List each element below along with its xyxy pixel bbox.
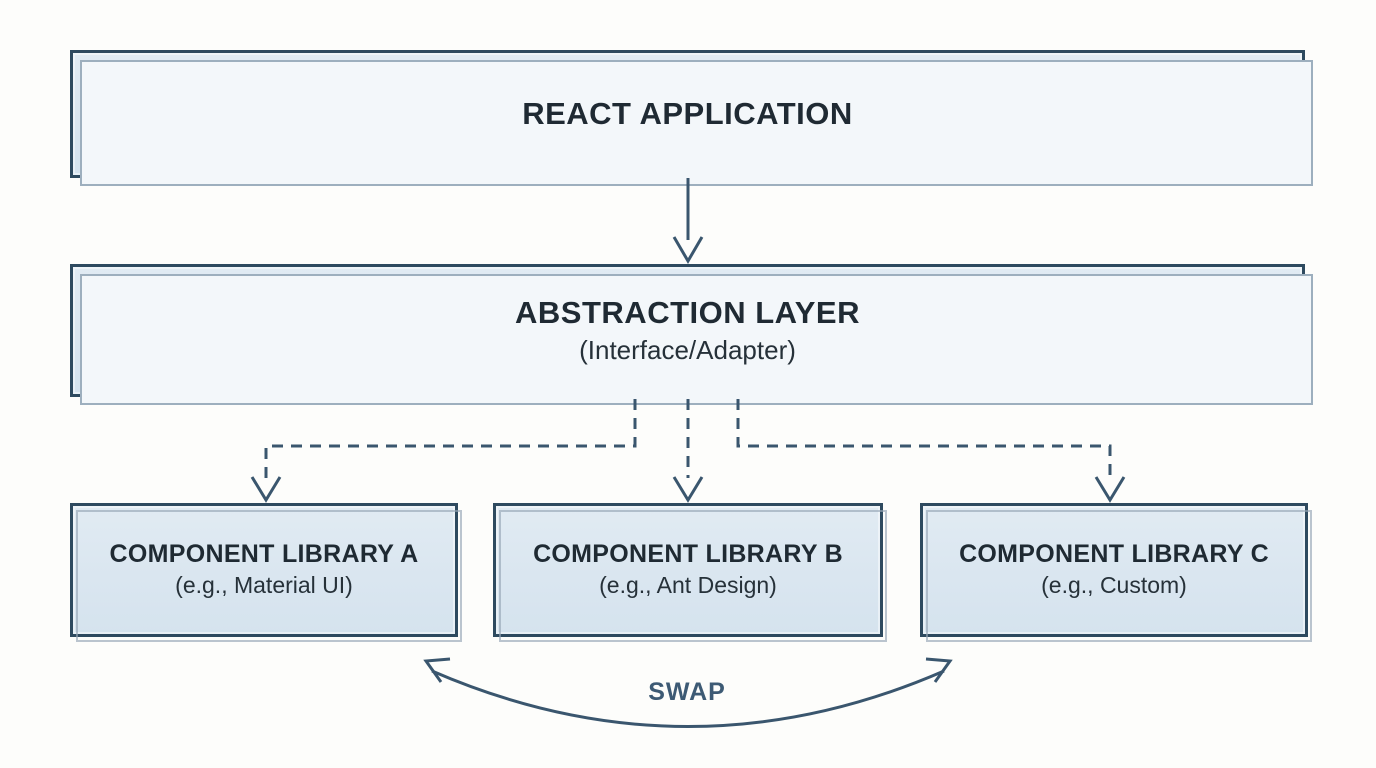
component-library-c-box: COMPONENT LIBRARY C (e.g., Custom) bbox=[920, 503, 1312, 642]
arrowhead-library-c-icon bbox=[1094, 476, 1126, 503]
component-library-a-box: COMPONENT LIBRARY A (e.g., Material UI) bbox=[70, 503, 462, 642]
component-library-b-box: COMPONENT LIBRARY B (e.g., Ant Design) bbox=[493, 503, 887, 642]
component-library-c-label: COMPONENT LIBRARY C bbox=[959, 540, 1269, 569]
react-application-label: REACT APPLICATION bbox=[522, 96, 853, 132]
dashed-connector-library-a bbox=[264, 399, 637, 478]
dashed-connector-library-c bbox=[736, 399, 1112, 478]
component-library-a-sublabel: (e.g., Material UI) bbox=[175, 572, 353, 599]
arrowhead-library-b-icon bbox=[672, 476, 704, 503]
abstraction-layer-sublabel: (Interface/Adapter) bbox=[579, 334, 796, 365]
component-library-c-sublabel: (e.g., Custom) bbox=[1041, 572, 1187, 599]
swap-arrowhead-left-icon bbox=[423, 657, 451, 683]
component-library-b-sublabel: (e.g., Ant Design) bbox=[599, 572, 777, 599]
component-library-a-label: COMPONENT LIBRARY A bbox=[109, 540, 419, 569]
abstraction-layer-label: ABSTRACTION LAYER bbox=[515, 294, 860, 330]
abstraction-layer-box: ABSTRACTION LAYER (Interface/Adapter) bbox=[70, 264, 1313, 405]
swap-label: SWAP bbox=[648, 678, 726, 706]
react-application-box: REACT APPLICATION bbox=[70, 50, 1313, 186]
component-library-b-label: COMPONENT LIBRARY B bbox=[533, 540, 843, 569]
swap-arrowhead-right-icon bbox=[925, 657, 953, 683]
arrowhead-library-a-icon bbox=[250, 476, 282, 503]
arrow-react-to-abstraction-head-icon bbox=[672, 236, 704, 264]
